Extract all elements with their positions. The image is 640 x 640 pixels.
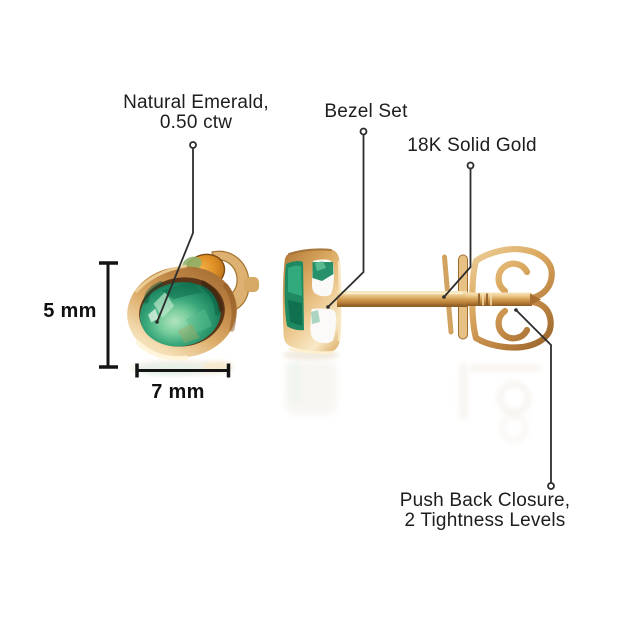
label-closure-line1: Push Back Closure, [399, 490, 571, 511]
leader-metal [442, 161, 475, 299]
label-width-dimension: 7 mm [151, 381, 205, 403]
leader-gem [155, 141, 197, 324]
label-gem: Natural Emerald, 0.50 ctw [86, 93, 306, 133]
label-closure-line2: 2 Tightness Levels [404, 510, 566, 531]
ear-post [337, 291, 541, 307]
dimension-height-line [99, 261, 118, 369]
tightness-grooves [478, 293, 492, 306]
label-metal: 18K Solid Gold [407, 135, 537, 156]
side-bezel [282, 248, 342, 354]
label-setting: Bezel Set [324, 101, 408, 122]
label-height-dimension: 5 mm [43, 300, 97, 322]
leader-closure [514, 308, 555, 490]
label-gem-line2: 0.50 ctw [159, 112, 233, 133]
side-earring [282, 246, 555, 354]
dimension-width-line [135, 363, 231, 378]
label-closure: Push Back Closure, 2 Tightness Levels [370, 491, 600, 531]
label-gem-line1: Natural Emerald, [123, 92, 269, 113]
front-earring [127, 264, 237, 361]
leader-setting [326, 127, 368, 309]
